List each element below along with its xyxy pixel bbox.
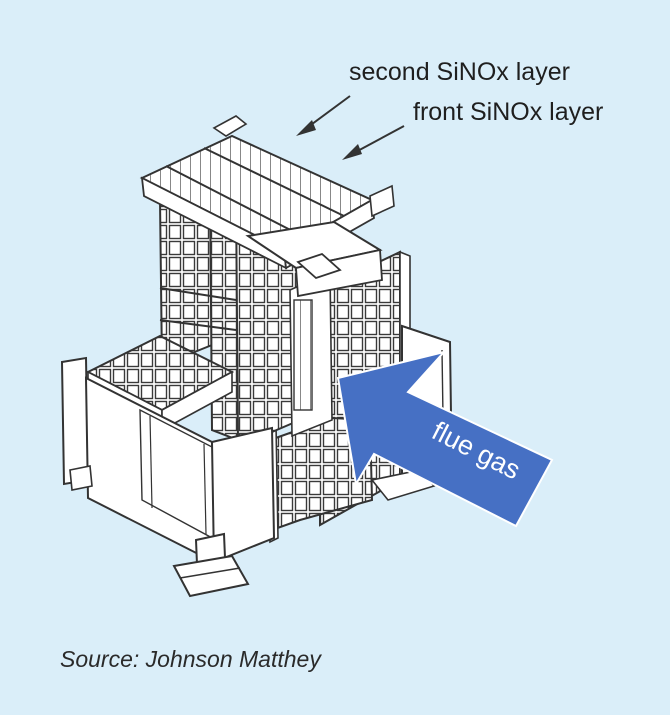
- front-layer-label: front SiNOx layer: [413, 98, 604, 126]
- second-layer-label: second SiNOx layer: [349, 58, 570, 86]
- flue-gas-arrow: flue gas: [336, 350, 554, 528]
- inlet-box: [245, 220, 383, 298]
- left-housing: [60, 356, 276, 564]
- second-layer-pointer: [296, 95, 351, 136]
- support-legs: [69, 465, 250, 598]
- front-layer-pointer: [342, 125, 405, 160]
- source-caption: Source: Johnson Matthey: [60, 646, 321, 672]
